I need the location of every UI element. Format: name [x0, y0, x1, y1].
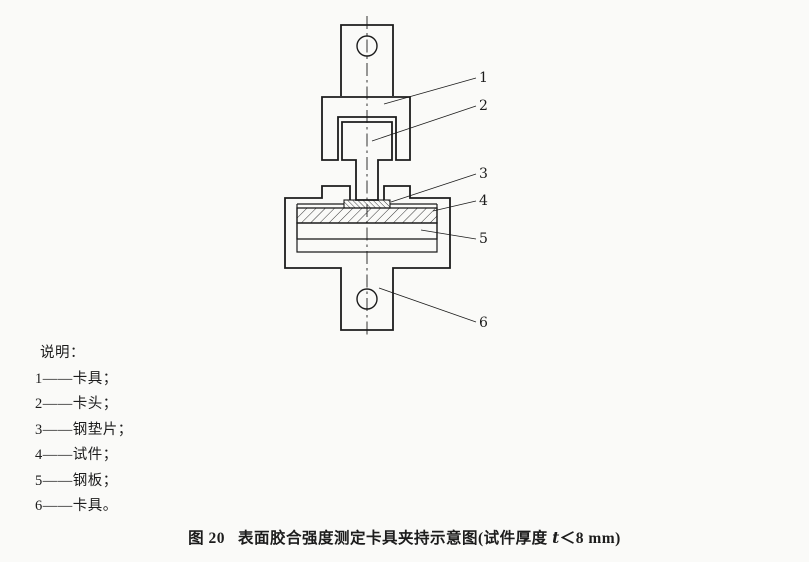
callout-1: 1 [479, 70, 488, 86]
legend-item-6: 6——卡具。 [35, 498, 118, 514]
caption-figure-label: 图 20 [188, 530, 226, 547]
caption-tail: ＜8 mm) [559, 530, 621, 547]
steel-plate [296, 222, 438, 240]
top-clamp-outline [321, 96, 411, 161]
bottom-pin-hole [356, 288, 378, 310]
callout-6: 6 [479, 315, 488, 331]
top-clamp-tab [340, 24, 394, 96]
callout-5: 5 [479, 231, 488, 247]
callout-2: 2 [479, 98, 488, 114]
legend-item-2: 2——卡头； [35, 396, 118, 412]
bottom-clamp-outline [284, 185, 451, 331]
specimen-hatched [296, 207, 438, 224]
callout-numbers: 1 2 3 4 5 6 [479, 70, 488, 331]
legend: 说明： 1——卡具； 2——卡头； 3——钢垫片； 4——试件； 5——钢板； … [35, 341, 133, 520]
leader-line-2 [371, 105, 477, 142]
leader-line-4 [432, 200, 477, 212]
caption-title: 表面胶合强度测定卡具夹持示意图(试件厚度 [238, 530, 553, 547]
leader-lines [371, 77, 477, 323]
figure-caption: 图 20 表面胶合强度测定卡具夹持示意图(试件厚度 t＜8 mm) [0, 526, 809, 548]
legend-item-4: 4——试件； [35, 447, 118, 463]
leader-line-3 [390, 173, 477, 203]
callout-4: 4 [479, 193, 488, 209]
leader-line-1 [383, 77, 477, 105]
legend-item-1: 1——卡具； [35, 370, 118, 387]
steel-shim [343, 199, 391, 209]
caption-variable: t [552, 528, 560, 547]
leader-line-5 [420, 229, 477, 240]
callout-3: 3 [479, 166, 488, 182]
top-pin-hole [356, 35, 378, 57]
legend-title: 说明： [40, 345, 85, 361]
leader-line-6 [378, 287, 477, 323]
legend-item-3: 3——钢垫片； [35, 421, 133, 438]
legend-item-5: 5——钢板； [35, 472, 118, 489]
